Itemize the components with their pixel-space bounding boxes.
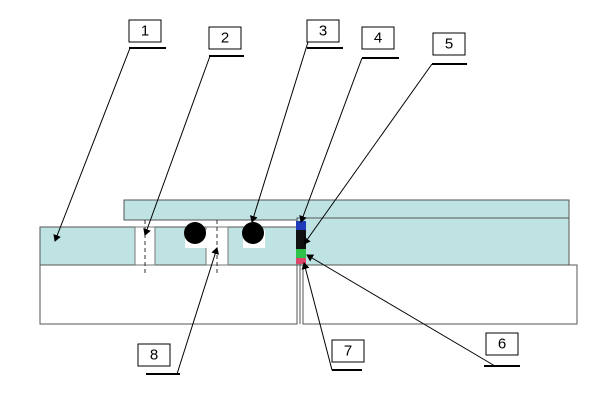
seal-blue <box>296 221 306 230</box>
label-2-text: 2 <box>221 30 229 47</box>
right-o-ring <box>242 222 264 244</box>
label-7: 7 <box>331 339 365 371</box>
upper-housing-right <box>296 217 570 266</box>
label-8: 8 <box>137 343 180 375</box>
label-3: 3 <box>306 19 343 49</box>
leader-1 <box>53 47 131 242</box>
upper-plate <box>123 199 570 221</box>
seal-black <box>296 230 306 249</box>
leader-7 <box>301 262 333 371</box>
seal-red <box>296 258 306 264</box>
label-8-text: 8 <box>150 347 158 364</box>
label-2: 2 <box>208 26 244 57</box>
lower-base-left <box>39 264 298 325</box>
lower-base-right <box>302 264 578 325</box>
label-1: 1 <box>128 19 166 49</box>
left-slot <box>134 226 156 266</box>
label-5: 5 <box>432 32 467 65</box>
seal-green <box>296 249 306 258</box>
leader-4 <box>299 57 363 223</box>
leader-6 <box>306 254 496 367</box>
leader-2 <box>143 55 211 236</box>
label-5-text: 5 <box>445 36 453 53</box>
label-1-text: 1 <box>141 23 149 40</box>
left-o-ring <box>184 222 206 244</box>
label-6: 6 <box>484 332 520 367</box>
leader-3 <box>249 41 309 223</box>
label-4: 4 <box>361 26 399 59</box>
leader-5 <box>303 63 433 245</box>
label-3-text: 3 <box>319 23 327 40</box>
label-4-text: 4 <box>374 30 382 47</box>
label-6-text: 6 <box>498 336 506 353</box>
middle-slot <box>205 226 229 266</box>
leader-8 <box>176 247 219 375</box>
label-7-text: 7 <box>344 343 352 360</box>
